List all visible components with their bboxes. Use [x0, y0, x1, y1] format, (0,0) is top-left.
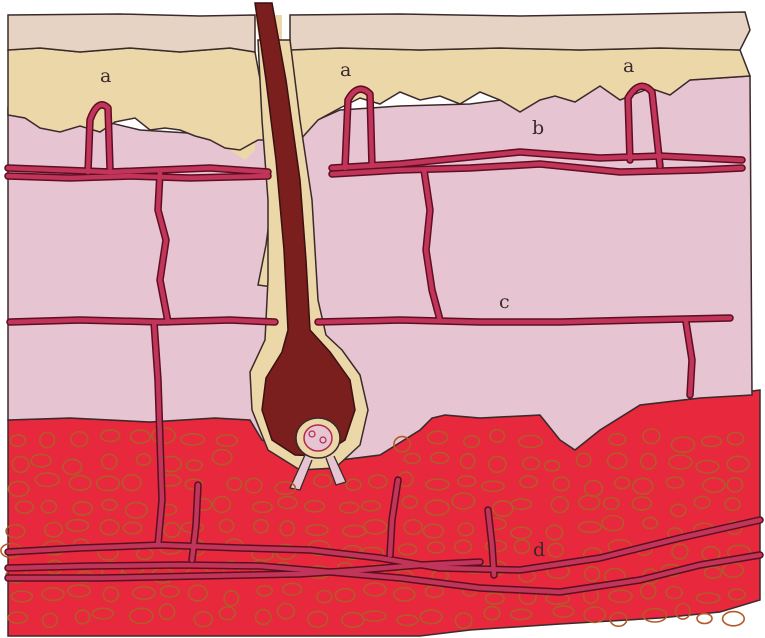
label-a-left: a — [100, 65, 111, 87]
label-b: b — [532, 117, 544, 139]
epidermis-right-top — [290, 12, 750, 50]
label-a-right: a — [623, 55, 634, 77]
fat-cell — [723, 612, 745, 626]
label-d: d — [533, 539, 545, 561]
epidermis-left-top — [8, 14, 255, 52]
label-a-middle: a — [340, 59, 351, 81]
label-c: c — [499, 291, 510, 313]
fat-cell — [697, 614, 712, 624]
dermis-layer — [8, 76, 752, 460]
